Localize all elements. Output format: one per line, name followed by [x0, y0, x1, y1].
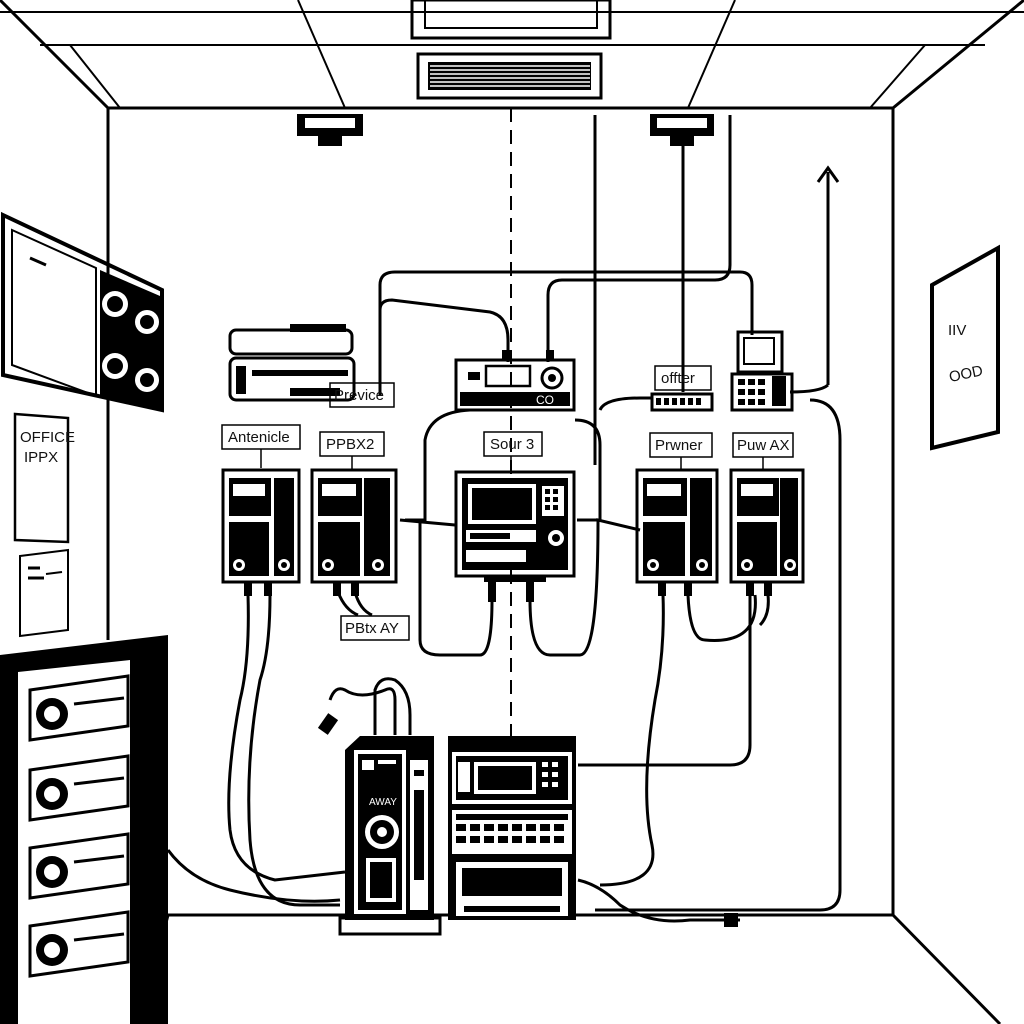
- poster-line2: OOD: [948, 362, 985, 386]
- rack-drive-2-icon: [28, 754, 130, 822]
- network-switch-device: [650, 392, 714, 412]
- label-sour3-text: Sour 3: [490, 436, 534, 453]
- tower-server: AWAY: [338, 736, 442, 936]
- poster-line1: IIV: [948, 322, 966, 339]
- label-puwax: Puw AX: [732, 432, 794, 458]
- rack-drive-3-icon: [28, 832, 130, 900]
- label-pbtxay-text: PBtx AY: [345, 620, 399, 637]
- label-previce: Previce: [329, 382, 395, 408]
- label-antenicle-text: Antenicle: [228, 429, 290, 446]
- label-pbx2-text: PPBX2: [326, 436, 374, 453]
- label-sour3: Sour 3: [483, 431, 543, 457]
- wall-poster: IIV OOD: [930, 244, 1000, 451]
- router-stack-device: [228, 324, 356, 402]
- tower-server-label: AWAY: [369, 797, 397, 808]
- rack-drive-4-icon: [28, 910, 130, 978]
- label-offter: offter: [654, 365, 712, 391]
- cables: [166, 115, 842, 923]
- receiver-co-label: CO: [536, 393, 554, 407]
- center-receiver-device: CO: [454, 350, 576, 412]
- office-sign: OFFICE IPPX: [13, 412, 75, 544]
- central-pbx-unit: [454, 470, 576, 602]
- label-prwner-text: Prwner: [655, 437, 703, 454]
- office-sign-line1: OFFICE: [20, 429, 75, 446]
- pbx-unit-2: [310, 468, 398, 596]
- rack-drive-1-icon: [28, 674, 130, 742]
- wall-notice: [19, 548, 69, 638]
- label-puwax-text: Puw AX: [737, 437, 790, 454]
- ceiling-vent-icon: [416, 52, 603, 100]
- ceiling-light-panel: [410, 0, 612, 40]
- label-antenicle: Antenicle: [221, 424, 301, 450]
- wall-speaker-panel: [1, 211, 164, 413]
- uplink-arrow-icon: [816, 165, 840, 385]
- pbx-unit-3: [635, 468, 719, 596]
- main-pbx-console: [448, 736, 576, 920]
- server-rack: [0, 635, 168, 1024]
- label-offter-text: offter: [661, 370, 695, 387]
- ceiling-sensor-right-icon: [650, 114, 714, 146]
- label-pbx2: PPBX2: [319, 431, 385, 457]
- label-prwner: Prwner: [649, 432, 713, 458]
- pbx-unit-1: [221, 468, 301, 596]
- ceiling-sensor-left-icon: [297, 114, 363, 146]
- desk-phone-device: [730, 330, 794, 412]
- label-previce-text: Previce: [334, 387, 384, 404]
- pbx-unit-4: [729, 468, 805, 596]
- label-pbtxay: PBtx AY: [340, 615, 410, 641]
- office-sign-line2: IPPX: [24, 449, 58, 466]
